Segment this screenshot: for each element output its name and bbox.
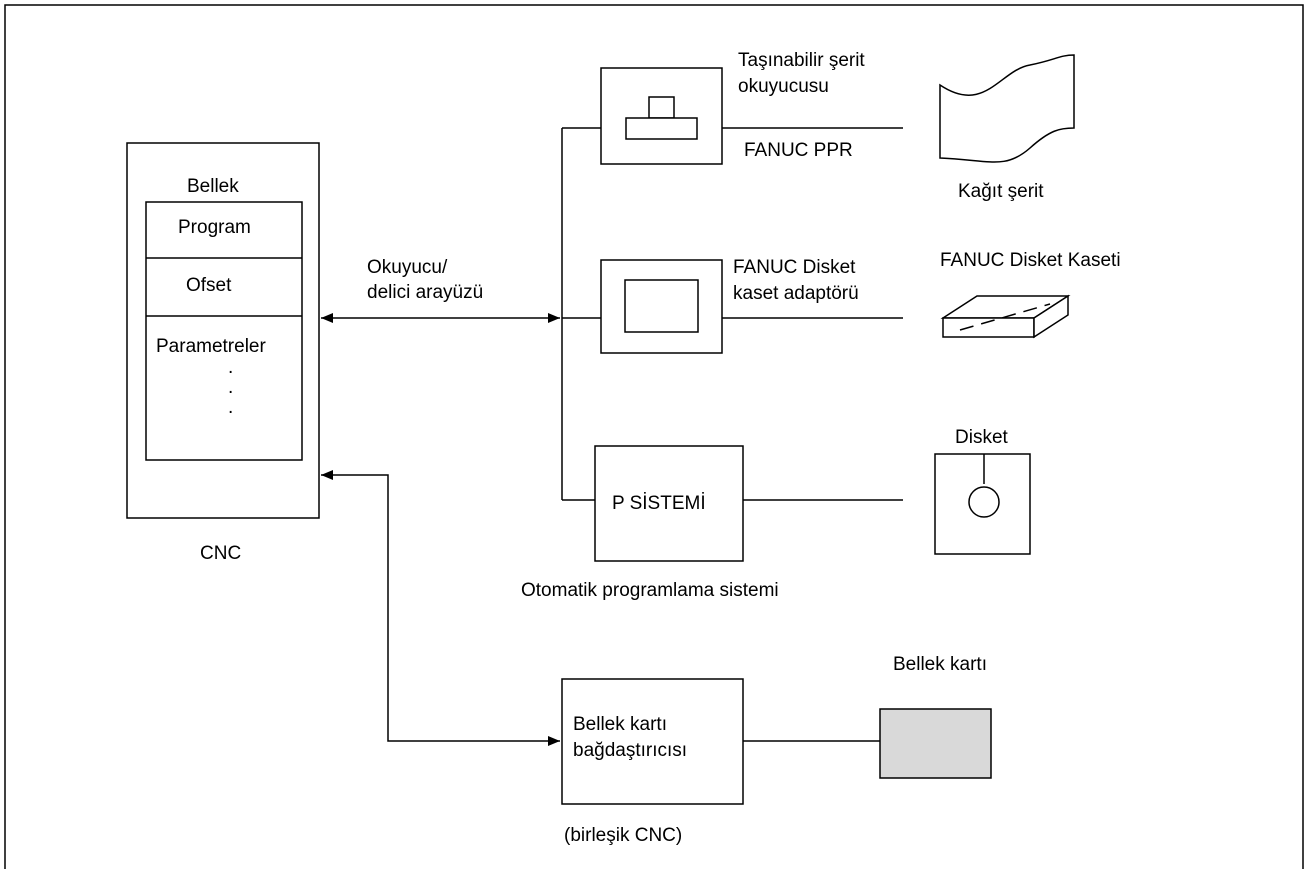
p-system-label: P SİSTEMİ <box>612 493 706 514</box>
floppy-adapter-label-line1: FANUC Disket <box>733 257 856 278</box>
floppy-cassette-icon <box>940 294 1071 339</box>
floppy-adapter-label-line2: kaset adaptörü <box>733 283 859 304</box>
cnc-to-memory-card-arrow <box>321 470 560 746</box>
ellipsis-dot: . <box>228 377 233 398</box>
parameters-label: Parametreler <box>156 336 266 357</box>
paper-tape-label: Kağıt şerit <box>958 181 1044 202</box>
reader-puncher-interface: Okuyucu/ delici arayüzü <box>321 127 601 501</box>
memory-card-icon <box>879 708 992 779</box>
interface-label-line1: Okuyucu/ <box>367 257 448 278</box>
ellipsis-dot: . <box>228 397 233 418</box>
memory-card-adapter: Bellek kartı bağdaştırıcısı (birleşik CN… <box>321 470 992 846</box>
memory-card-label: Bellek kartı <box>893 654 987 675</box>
memory-card-adapter-box <box>561 678 744 805</box>
paper-tape-icon <box>939 54 1075 163</box>
offset-label: Ofset <box>186 275 232 296</box>
floppy-adapter-screen-icon <box>624 279 699 333</box>
interface-label-line2: delici arayüzü <box>367 282 483 303</box>
floppy-disk-label: Disket <box>955 427 1009 448</box>
cnc-label: CNC <box>200 543 241 564</box>
p-system-caption: Otomatik programlama sistemi <box>521 580 779 601</box>
floppy-cassette-label: FANUC Disket Kaseti <box>940 250 1121 271</box>
memory-outer-box <box>145 201 303 461</box>
ppr-title-line1: Taşınabilir şerit <box>738 50 865 71</box>
floppy-cassette-adapter: FANUC Disket kaset adaptörü FANUC Disket… <box>600 250 1121 354</box>
ppr-title-line2: okuyucusu <box>738 76 829 97</box>
ppr-model-label: FANUC PPR <box>744 140 853 161</box>
ppr-device-icon-top <box>648 96 675 119</box>
portable-tape-reader: Taşınabilir şerit okuyucusu FANUC PPR Ka… <box>600 50 1075 202</box>
ppr-device-icon-base <box>625 117 698 140</box>
memory-block: Program Ofset Parametreler . . . <box>145 201 303 461</box>
p-system-box <box>594 445 744 562</box>
memory-card-adapter-label-line2: bağdaştırıcısı <box>573 740 687 761</box>
memory-card-adapter-label-line1: Bellek kartı <box>573 714 667 735</box>
ellipsis-dot: . <box>228 357 233 378</box>
memory-label: Bellek <box>187 176 239 197</box>
floppy-disk-icon <box>934 453 1031 555</box>
cnc-unit: Bellek Program Ofset Parametreler . . . … <box>126 142 320 564</box>
outer-frame <box>4 4 1304 869</box>
program-label: Program <box>178 217 251 238</box>
p-system: P SİSTEMİ Otomatik programlama sistemi D… <box>521 427 1031 601</box>
memory-card-adapter-caption: (birleşik CNC) <box>564 825 682 846</box>
